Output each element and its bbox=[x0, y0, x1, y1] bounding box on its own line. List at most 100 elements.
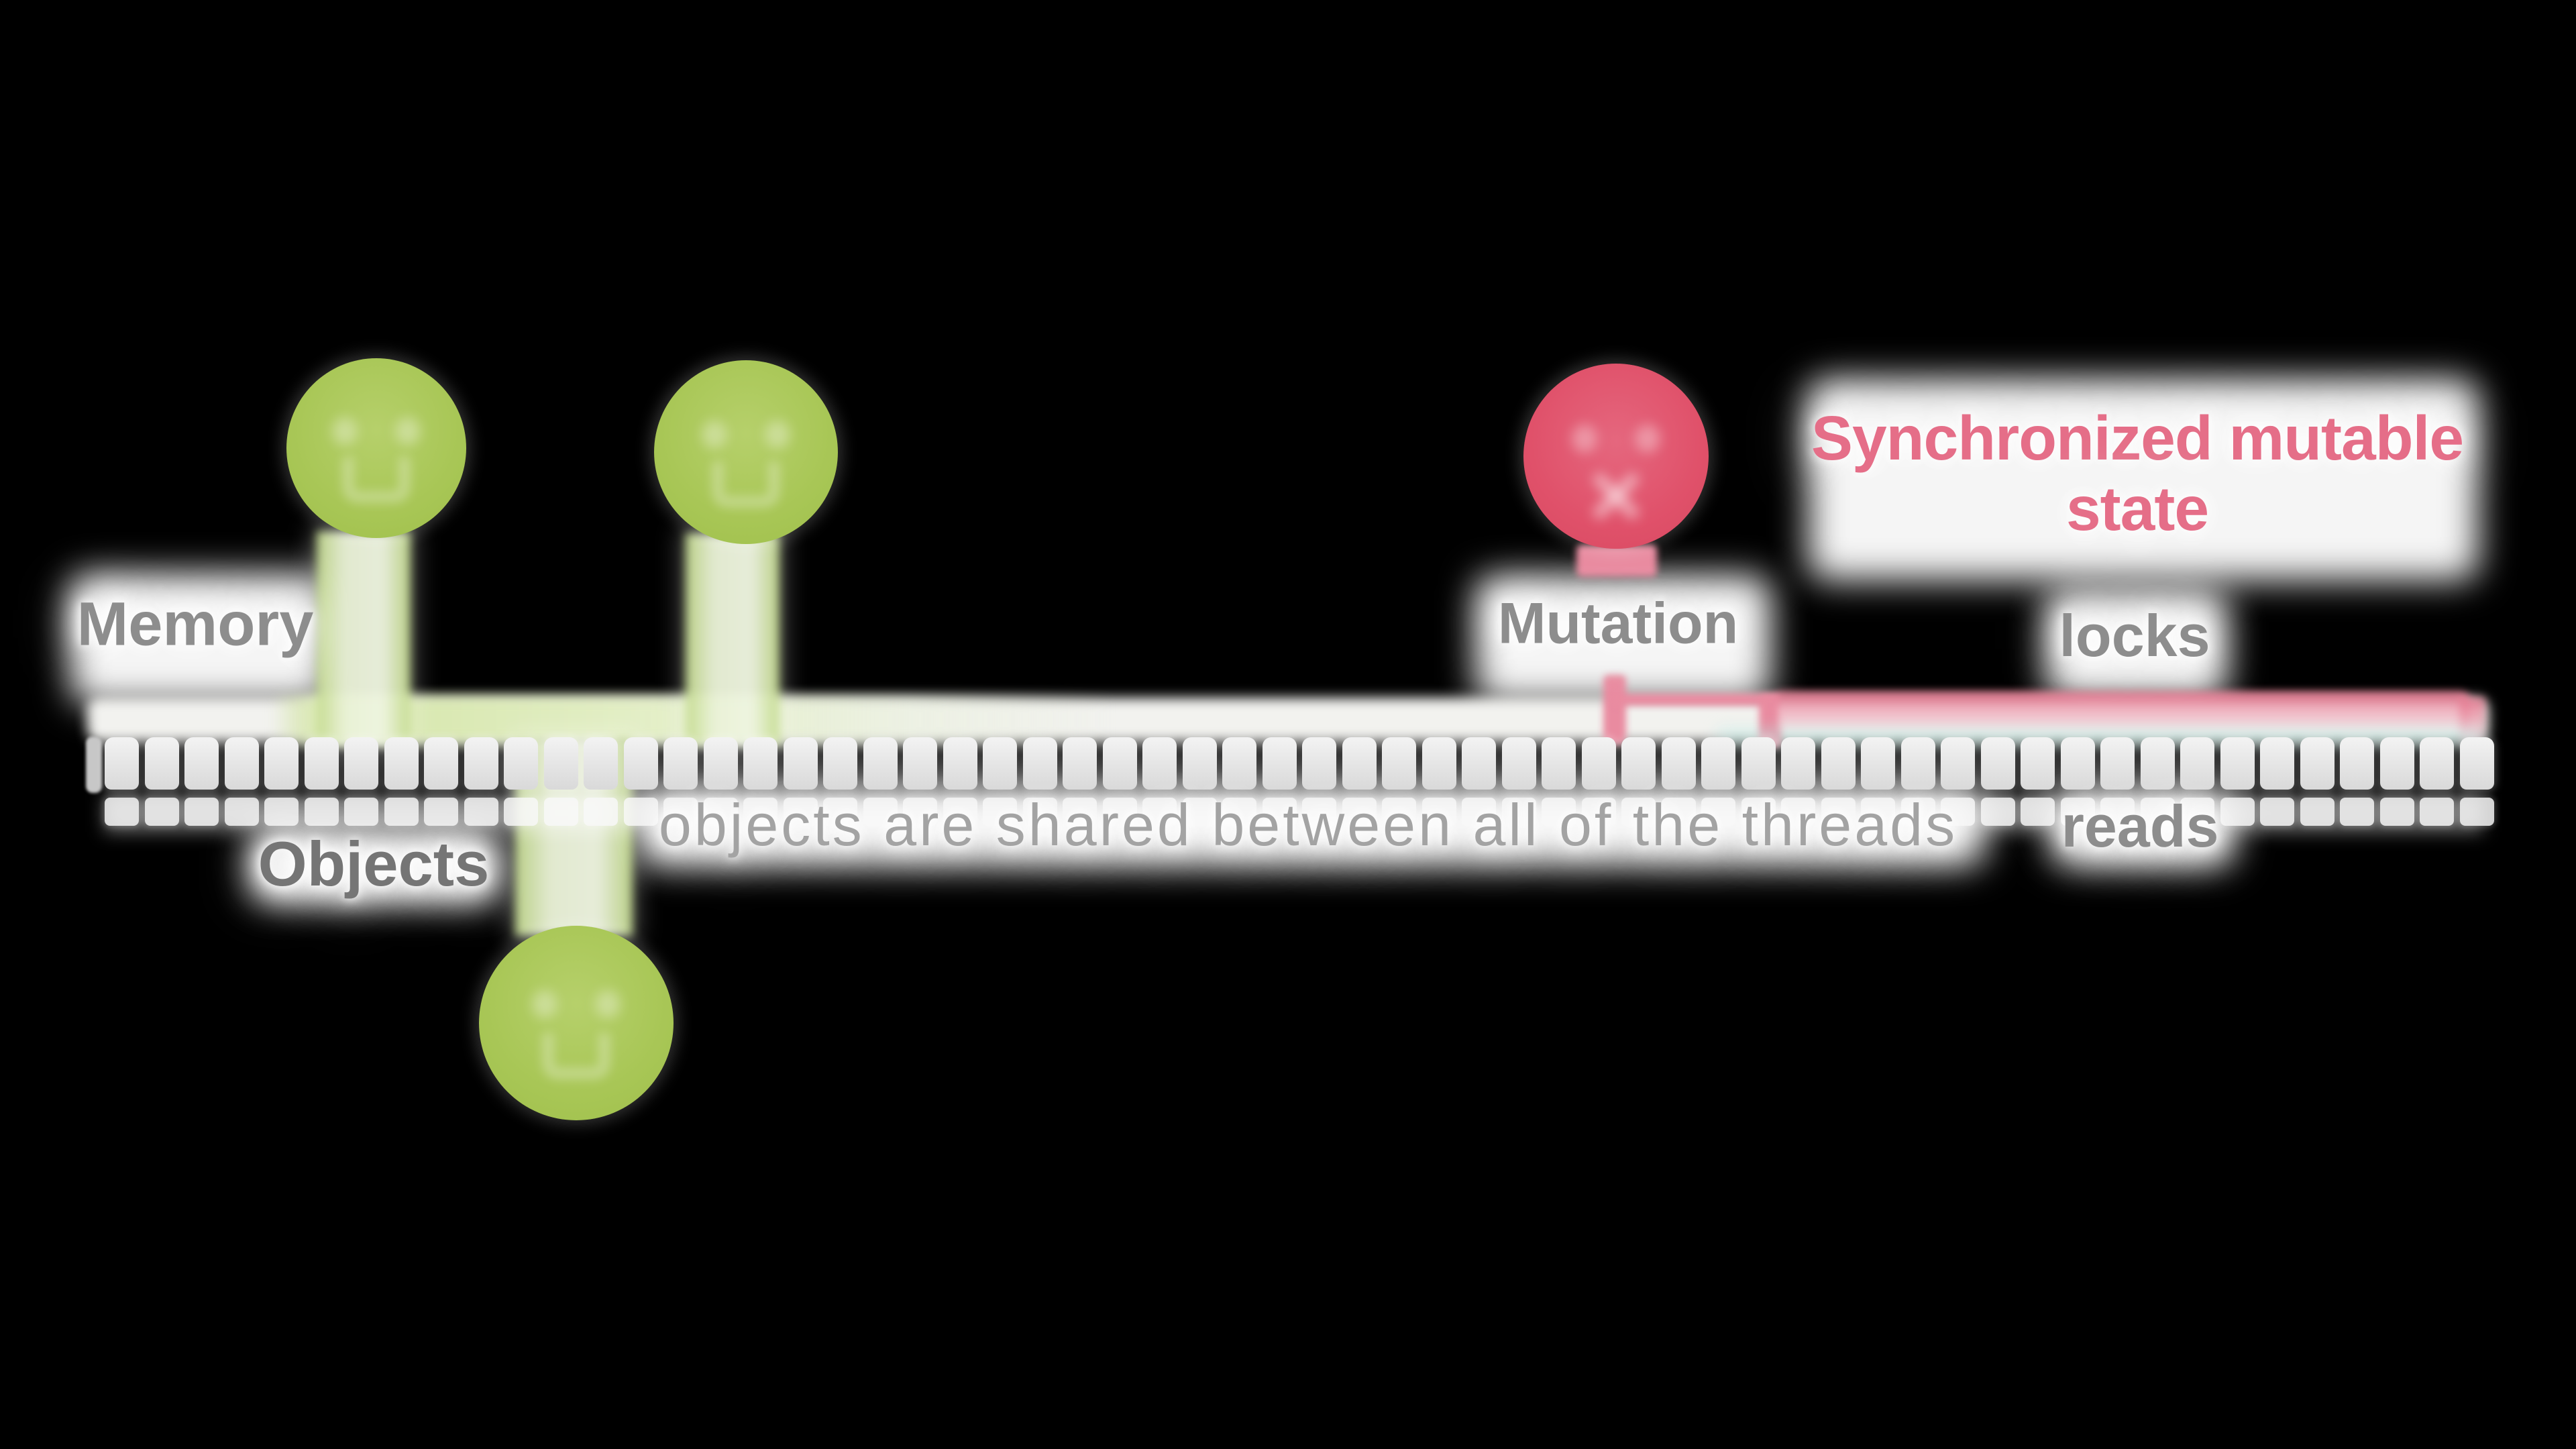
memory-cell bbox=[1980, 737, 2015, 790]
memory-cell bbox=[144, 737, 179, 790]
memory-cell bbox=[1542, 798, 1576, 826]
memory-cell bbox=[264, 737, 299, 790]
memory-cell bbox=[2180, 737, 2214, 790]
smiley-eye-icon bbox=[395, 417, 421, 446]
memory-cell bbox=[1581, 798, 1616, 826]
memory-cell bbox=[1661, 798, 1696, 826]
memory-label: Memory bbox=[76, 590, 314, 659]
memory-cell bbox=[2379, 737, 2414, 790]
memory-cell bbox=[1262, 737, 1297, 790]
memory-cell bbox=[2340, 798, 2374, 826]
memory-cell bbox=[1222, 737, 1256, 790]
memory-cell bbox=[2060, 798, 2095, 826]
red-actor-stub bbox=[1576, 545, 1657, 577]
memory-cell bbox=[743, 737, 777, 790]
memory-cell bbox=[1063, 798, 1097, 826]
memory-cell bbox=[1342, 737, 1377, 790]
memory-cell bbox=[1142, 737, 1177, 790]
memory-cell bbox=[2021, 798, 2055, 826]
memory-cell bbox=[2060, 737, 2095, 790]
smiley-mouth-icon bbox=[343, 457, 410, 503]
memory-cell bbox=[1462, 737, 1496, 790]
memory-cell bbox=[983, 798, 1017, 826]
memory-cells bbox=[105, 737, 2494, 790]
caption-text: objects are shared between all of the th… bbox=[658, 792, 1958, 858]
memory-cell bbox=[1022, 798, 1057, 826]
memory-cell bbox=[703, 798, 738, 826]
memory-cell bbox=[105, 737, 139, 790]
memory-cell bbox=[2379, 798, 2414, 826]
memory-cell bbox=[1222, 798, 1256, 826]
memory-cell bbox=[2021, 737, 2055, 790]
dead-eye-icon bbox=[1635, 425, 1660, 453]
smiley-eye-icon bbox=[765, 421, 790, 449]
memory-cell bbox=[384, 737, 419, 790]
memory-cell bbox=[304, 737, 339, 790]
memory-cell bbox=[384, 798, 419, 826]
memory-cell bbox=[304, 798, 339, 826]
memory-cell bbox=[1861, 798, 1895, 826]
memory-cell bbox=[2340, 737, 2374, 790]
memory-cell bbox=[184, 798, 219, 826]
memory-cell bbox=[783, 737, 818, 790]
memory-cell bbox=[1302, 798, 1336, 826]
smiley-eye-icon bbox=[332, 417, 358, 446]
memory-cell bbox=[623, 798, 658, 826]
memory-cell bbox=[983, 737, 1017, 790]
memory-cell bbox=[663, 798, 698, 826]
memory-cell bbox=[543, 737, 578, 790]
memory-cell bbox=[1661, 737, 1696, 790]
memory-cell bbox=[2220, 737, 2255, 790]
pink-connector bbox=[1611, 694, 1782, 706]
memory-bar-cap bbox=[86, 737, 102, 793]
green-actor-3 bbox=[479, 926, 674, 1120]
memory-cell bbox=[504, 798, 538, 826]
memory-cell bbox=[344, 798, 378, 826]
memory-cell bbox=[1861, 737, 1895, 790]
memory-cell bbox=[743, 798, 777, 826]
memory-cell bbox=[703, 737, 738, 790]
memory-cell bbox=[1621, 798, 1656, 826]
red-actor bbox=[1523, 364, 1709, 549]
memory-cell bbox=[1262, 798, 1297, 826]
memory-cell bbox=[1821, 737, 1856, 790]
memory-cell bbox=[1022, 737, 1057, 790]
memory-cell bbox=[1542, 737, 1576, 790]
memory-cell bbox=[224, 798, 259, 826]
pipe-thread-1 bbox=[317, 531, 411, 745]
memory-cell bbox=[1941, 737, 1975, 790]
green-actor-2 bbox=[654, 360, 838, 544]
memory-label-backdrop bbox=[70, 574, 329, 704]
smiley-eye-icon bbox=[595, 989, 621, 1018]
mutation-label: Mutation bbox=[1497, 591, 1739, 656]
memory-cell bbox=[1102, 798, 1137, 826]
memory-cell bbox=[943, 737, 977, 790]
memory-cell bbox=[2220, 798, 2255, 826]
heading: Synchronized mutable state bbox=[1811, 403, 2464, 544]
memory-cell bbox=[1063, 737, 1097, 790]
memory-cell bbox=[2420, 798, 2454, 826]
memory-cell bbox=[2300, 798, 2334, 826]
memory-cell bbox=[1421, 737, 1456, 790]
memory-cell bbox=[2100, 737, 2135, 790]
memory-cell bbox=[2140, 798, 2175, 826]
memory-cell bbox=[424, 737, 458, 790]
locks-label: locks bbox=[2059, 602, 2210, 669]
smiley-mouth-icon bbox=[712, 461, 780, 507]
memory-cell bbox=[1781, 737, 1815, 790]
memory-cell bbox=[1701, 737, 1735, 790]
memory-cell bbox=[1900, 737, 1935, 790]
memory-cell bbox=[1741, 737, 1776, 790]
reads-label: reads bbox=[2061, 793, 2219, 859]
memory-cell bbox=[2100, 798, 2135, 826]
memory-cell bbox=[2300, 737, 2334, 790]
heading-line-2: state bbox=[2065, 474, 2209, 543]
smiley-eye-icon bbox=[532, 989, 557, 1018]
memory-cell bbox=[424, 798, 458, 826]
memory-cell bbox=[144, 798, 179, 826]
heading-backdrop bbox=[1808, 379, 2479, 580]
memory-cell bbox=[264, 798, 299, 826]
memory-cells-under bbox=[105, 798, 2494, 826]
memory-cell bbox=[1581, 737, 1616, 790]
